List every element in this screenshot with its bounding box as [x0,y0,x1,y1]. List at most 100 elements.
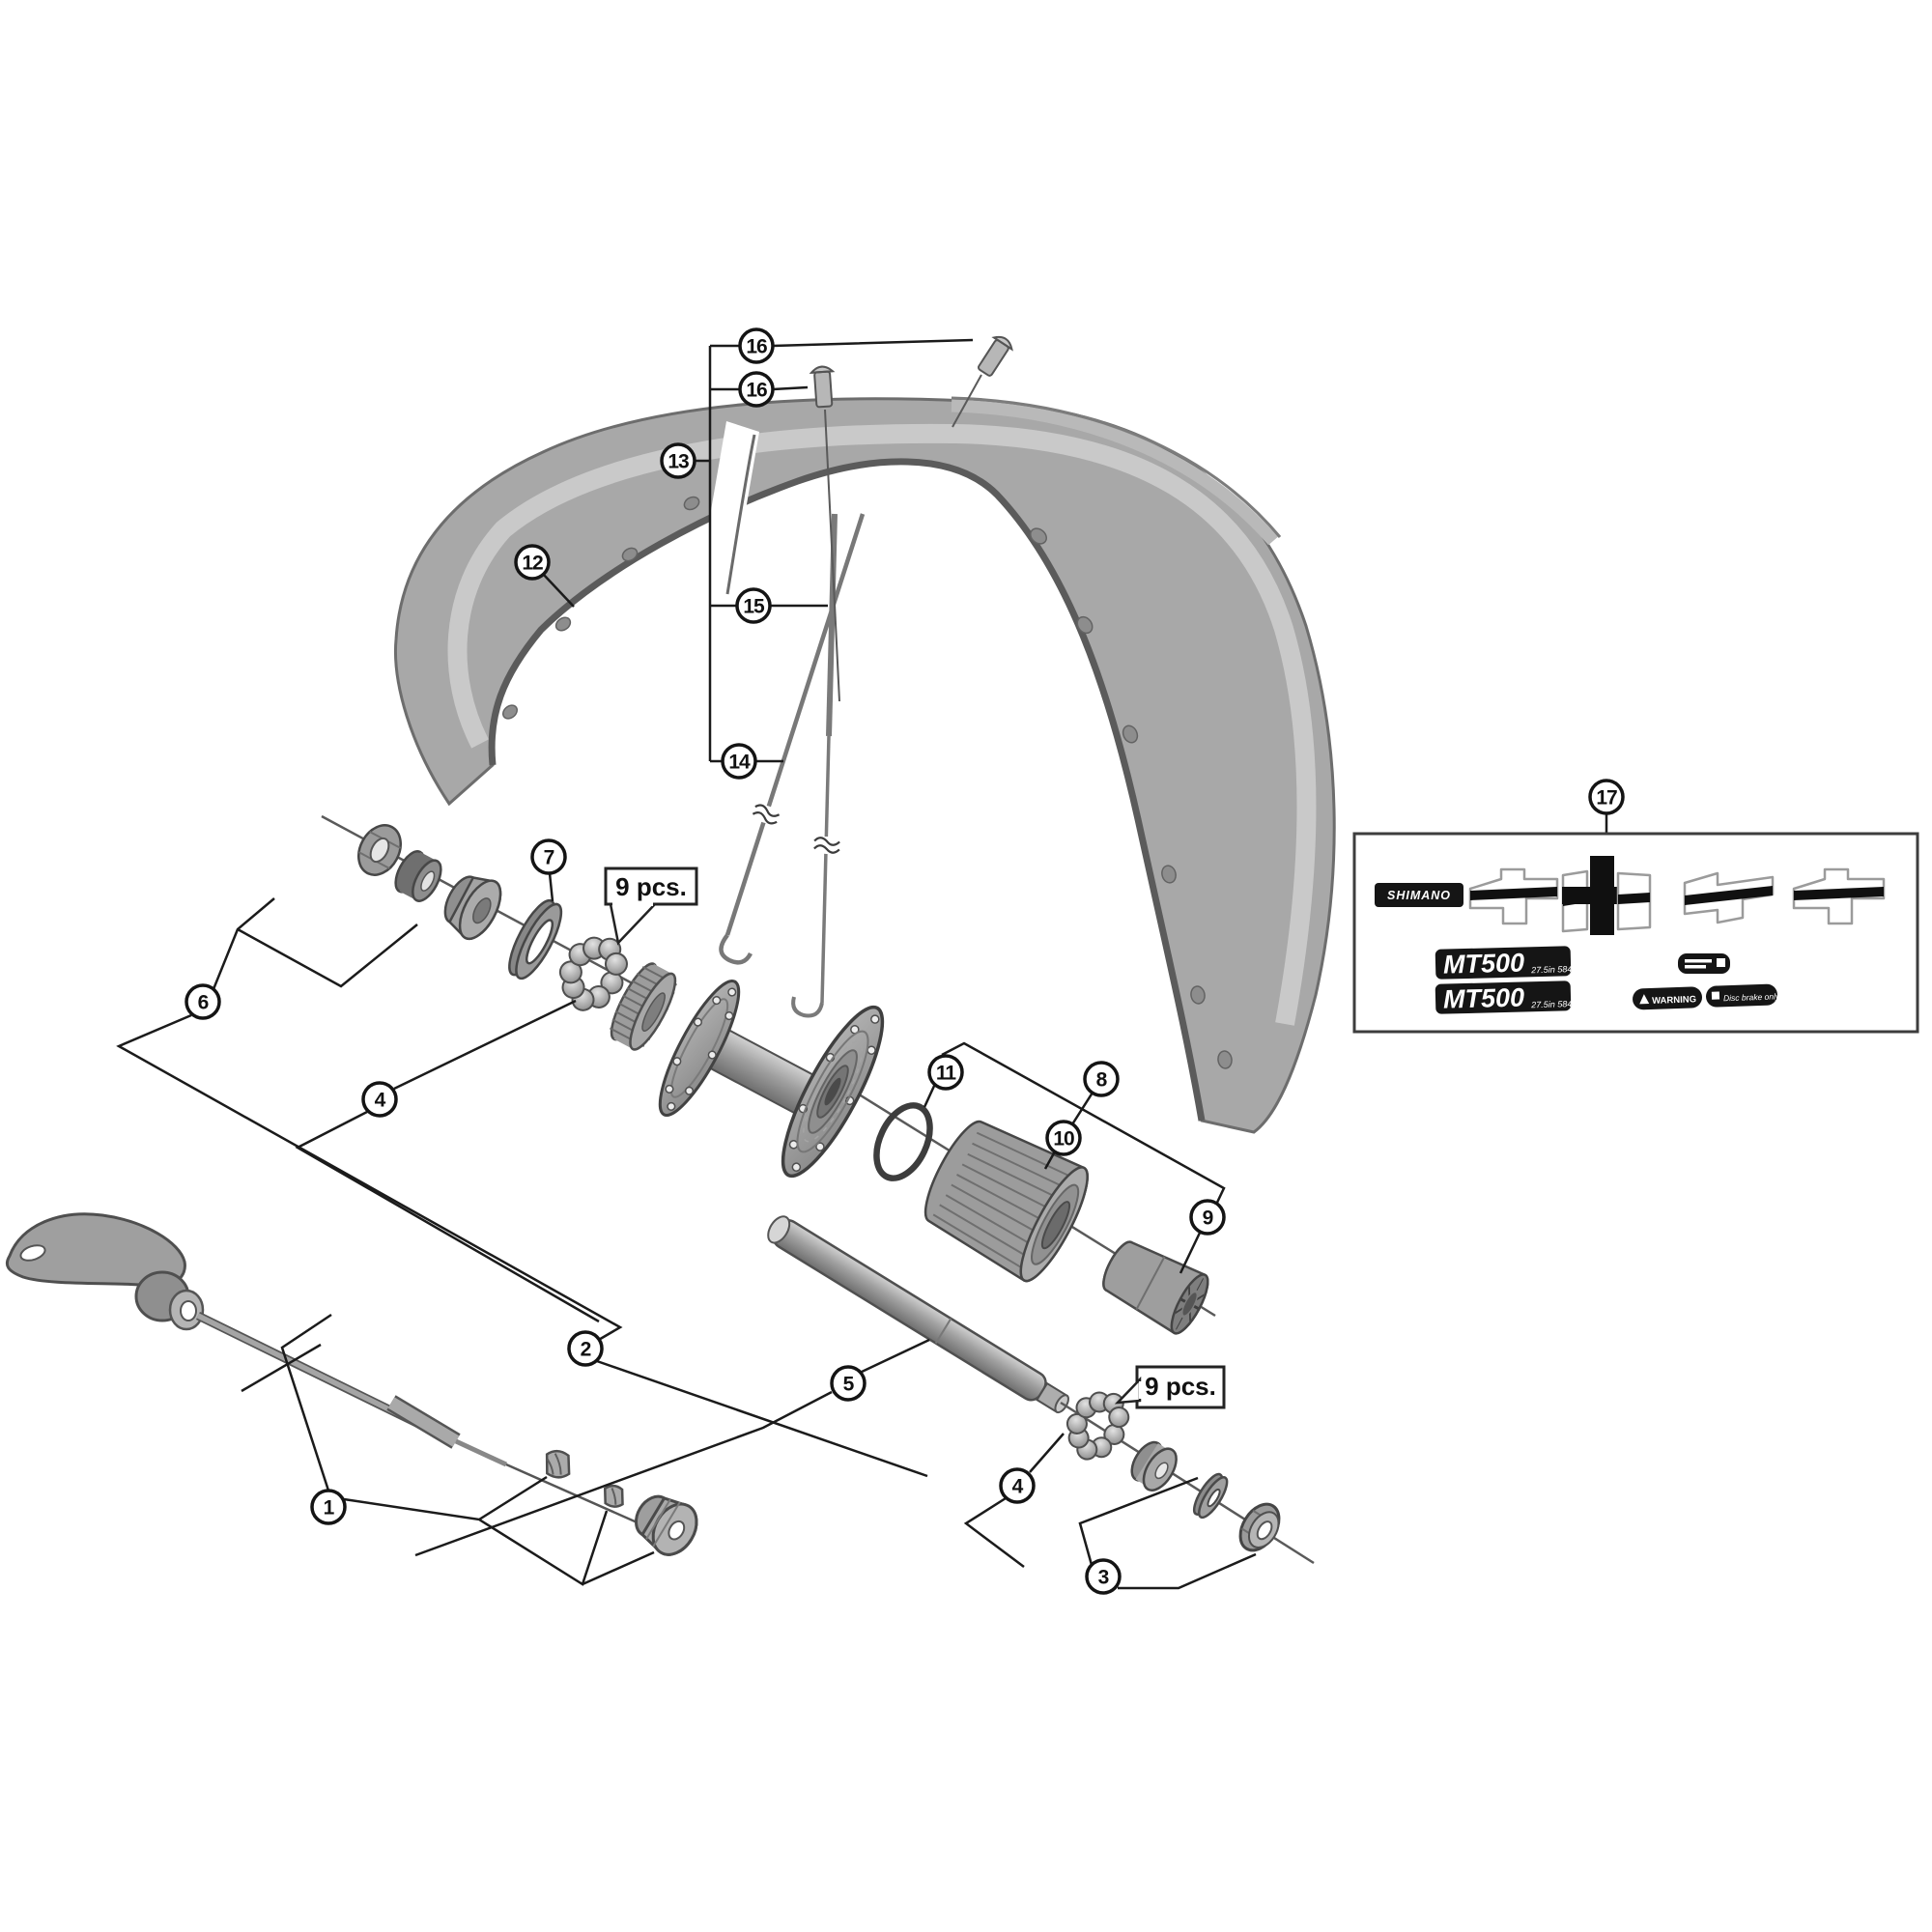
axle [767,1215,1069,1414]
svg-text:16: 16 [746,336,767,358]
spoke-14-hook [719,933,753,965]
model-decal-1-label: MT500 [1443,948,1525,979]
svg-text:14: 14 [728,752,751,774]
pcs-label-left: 9 pcs. [604,867,698,946]
hub-body [609,962,1216,1318]
spokes [719,335,1013,1018]
svg-text:2: 2 [581,1339,591,1361]
callout-12: 12 [514,544,551,581]
model-decal-2-size: 27.5in 584 [1530,999,1572,1009]
right-cone [1130,1440,1178,1492]
spec-micro-badge [1678,953,1730,974]
freehub-body [923,1120,1089,1283]
callout-16: 16 [738,371,775,408]
callout-13: 13 [660,442,696,479]
callout-brackets [116,338,1608,1590]
callout-15: 15 [735,587,772,624]
callout-17: 17 [1588,779,1625,815]
left-ball-retainer [558,936,628,1011]
pcs-label-right: 9 pcs. [1114,1365,1226,1409]
spoke-15-hook [791,996,824,1018]
callout-14: 14 [721,743,757,780]
left-cone [394,850,442,902]
qr-nut [634,1494,698,1556]
callout-8: 8 [1083,1061,1120,1097]
hub-right-flange [781,1005,885,1179]
rim-break-gap [697,421,759,599]
spoke-nipple [809,365,836,409]
svg-text:6: 6 [198,992,209,1014]
callout-7: 7 [530,838,567,875]
spoke-15-blade [826,513,838,737]
callout-16: 16 [738,327,775,364]
callout-6: 6 [185,983,221,1020]
callout-2: 2 [567,1330,604,1367]
model-decal-1: MT500 27.5in 584 [1435,946,1572,980]
pcs-left-text: 9 pcs. [615,872,687,901]
qr-sleeve [387,1397,460,1447]
rim-far-wall-edge [951,396,1282,538]
qr-rod-tip [454,1438,508,1467]
svg-text:1: 1 [324,1497,335,1520]
svg-text:8: 8 [1096,1069,1108,1092]
svg-text:10: 10 [1053,1128,1074,1151]
warning-triangle-icon [1639,994,1650,1005]
spoke-break-mark [811,836,842,855]
svg-text:15: 15 [743,596,765,618]
callout-4: 4 [999,1467,1036,1504]
svg-text:4: 4 [375,1090,386,1112]
rim-far-wall [951,399,1278,546]
quick-release [5,1212,698,1556]
sticker-panel: SHIMANO [1352,832,1919,1034]
svg-text:4: 4 [1012,1476,1024,1498]
svg-text:12: 12 [522,553,543,575]
spoke-nipple [978,335,1013,377]
rim-inner-edge [488,458,1206,1122]
callout-9: 9 [1189,1199,1226,1236]
flange-spoke-holes [788,1014,880,1172]
svg-text:11: 11 [936,1063,957,1085]
nipple-pin [952,374,982,428]
spoke-15 [820,735,831,1004]
svg-text:3: 3 [1098,1567,1109,1589]
hub-rotor-mount [609,962,678,1051]
callout-5: 5 [830,1365,867,1402]
rim-decal-shapes [1468,856,1886,935]
freehub-spacer [1102,1240,1209,1335]
spoke-14 [724,513,866,936]
model-decal-1-size: 27.5in 584 [1530,964,1572,975]
svg-text:13: 13 [668,451,689,473]
o-ring [873,1102,933,1181]
callout-11: 11 [927,1054,964,1091]
callout-1: 1 [310,1489,347,1525]
callout-4: 4 [361,1081,398,1118]
svg-text:5: 5 [843,1374,855,1396]
qr-spring-large [545,1449,571,1479]
warning-text: Disc brake only [1723,991,1780,1003]
spoke-break-mark [751,804,781,825]
qr-pivot-hole [180,1300,197,1321]
callout-10: 10 [1045,1120,1082,1156]
left-seal-washer [508,898,563,980]
svg-text:7: 7 [544,847,554,869]
axle-group [767,1215,1315,1565]
callout-3: 3 [1085,1558,1122,1595]
warning-badge: WARNING Disc brake only [1633,983,1780,1010]
right-lock-nut [1238,1502,1281,1552]
shimano-logo-text: SHIMANO [1387,889,1451,902]
shimano-logo-decal: SHIMANO [1375,883,1463,907]
model-decal-2: MT500 27.5in 584 [1435,980,1572,1014]
svg-text:17: 17 [1596,787,1617,810]
svg-text:16: 16 [746,380,767,402]
rim-spoke-holes [502,496,1233,1069]
flange-spoke-holes [665,987,737,1111]
nipple-pin [824,409,840,702]
qr-lever-slot [19,1244,46,1262]
warning-prefix: WARNING [1652,994,1696,1007]
right-washer [1192,1472,1229,1520]
qr-lever [5,1212,186,1288]
left-lock-nut [357,824,402,876]
